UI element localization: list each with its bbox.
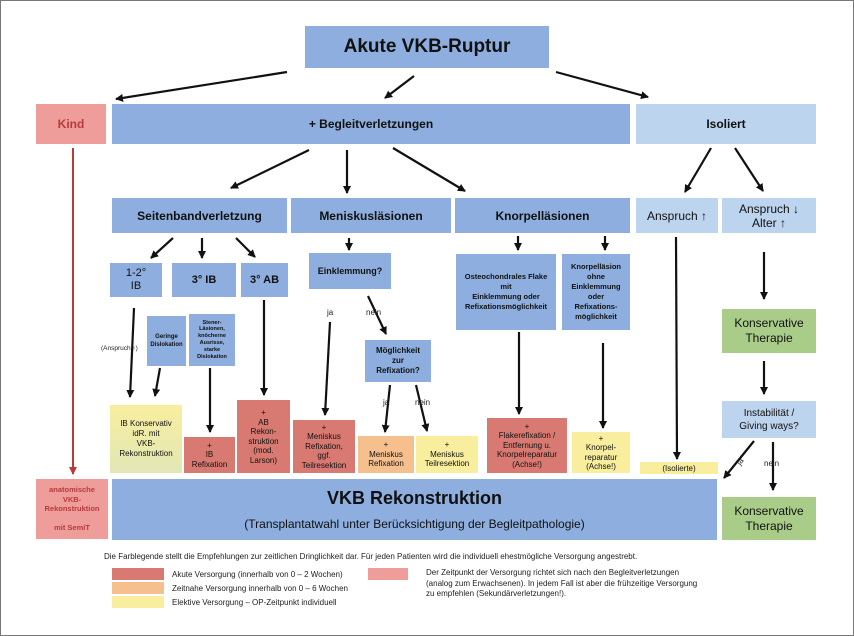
title-box: Akute VKB-Ruptur [305,26,549,68]
arrow-geringe-down [152,367,162,397]
legend-akut: Akute Versorgung (innerhalb von 0 – 2 Wo… [172,570,343,579]
legend-zeitnah: Zeitnahe Versorgung innerhalb von 0 – 6 … [172,584,348,593]
geringe-box: Geringe Dislokation [147,316,186,366]
meniskus-teilresektion-label: + Meniskus Teilresektion [424,440,470,469]
anspruch-up-label: Anspruch ↑ [646,208,708,223]
osteochondral-box: Osteochondrales Flake mit Einklemmung od… [456,254,556,330]
arrow-einkl-nein [367,295,387,335]
stener-box: Stener- Läsionen, knöcherne Ausrisse, st… [189,314,235,366]
isolierte-box: (Isolierte) [640,462,718,474]
meniskus-refixation-box: + Meniskus Refixation [358,436,414,473]
ib-refixation-box: + IB Refixation [184,437,235,473]
vkb-rekonstruktion-box: VKB Rekonstruktion (Transplantatwahl unt… [112,479,717,540]
arrow-instab-ja [723,440,755,479]
flake-refix-box: + Flakerefixation / Entfernung u. Knorpe… [487,418,567,473]
anspruch-note: (Anspruch ↑) [101,345,138,352]
konservativ2-label: Konservative Therapie [734,503,804,533]
grade-12-label: 1-2° IB [125,267,147,292]
ib-konservativ-label: IB Konservativ idR. mit VKB- Rekonstrukt… [119,419,173,458]
grade-12-box: 1-2° IB [110,263,162,297]
page-title: Akute VKB-Ruptur [343,36,511,57]
arrow-sb-12 [150,237,174,259]
begleit-label: + Begleitverletzungen [308,117,434,131]
arrow-einkl-ja [321,321,332,416]
isolierte-label: (Isolierte) [662,463,696,473]
flake-refix-label: + Flakerefixation / Entfernung u. Knorpe… [496,421,558,469]
arrow-up-down [672,236,681,460]
meniskus-refix-ggf-box: + Meniskus Refixation, ggf. Teilresektio… [293,420,355,473]
vkb-title: VKB Rekonstruktion [326,488,503,508]
arrow-moegl-nein [414,384,430,432]
arrow-12-down [126,307,136,398]
knorpelreparatur-label: + Knorpel- reparatur (Achse!) [584,433,618,472]
einklemmung-label: Einklemmung? [317,266,383,276]
begleit-box: + Begleitverletzungen [112,104,630,144]
knorpel-box: Knorpelläsionen [455,198,630,233]
arrow-isoliert-down [734,147,764,192]
instabilitaet-nein: nein [764,459,780,468]
arrow-begleit-knorpel [392,147,466,192]
instabilitaet-label: Instabilität / Giving ways? [739,407,799,432]
meniskus-refixation-label: + Meniskus Refixation [368,440,404,469]
legend-elektiv: Elektive Versorgung – OP-Zeitpunkt indiv… [172,598,337,607]
osteochondral-label: Osteochondrales Flake mit Einklemmung od… [464,272,548,311]
anspruch-down-box: Anspruch ↓ Alter ↑ [722,198,816,233]
legend-swatch-elektiv [112,596,164,608]
instabilitaet-box: Instabilität / Giving ways? [722,401,816,438]
meniskus-label: Meniskusläsionen [319,208,423,223]
ib-konservativ-box: IB Konservativ idR. mit VKB- Rekonstrukt… [110,405,182,473]
grade-3ib-box: 3° IB [172,263,236,297]
knorpel-ohne-box: Knorpelläsion ohne Einklemmung oder Refi… [562,254,630,330]
isoliert-box: Isoliert [636,104,816,144]
seitenband-label: Seitenbandverletzung [137,208,262,223]
seitenband-box: Seitenbandverletzung [112,198,287,233]
legend-swatch-akut [112,568,164,580]
geringe-label: Geringe Dislokation [150,334,183,348]
isoliert-label: Isoliert [706,117,746,131]
meniskus-refix-ggf-label: + Meniskus Refixation, ggf. Teilresektio… [301,422,347,470]
moeglichkeit-ja: ja [383,398,390,407]
kind-label: Kind [57,117,85,131]
konservativ-label: Konservative Therapie [734,316,804,345]
arrow-begleit-seitenband [230,149,310,189]
arrow-top-begleit [384,75,415,99]
meniskus-teilresektion-box: + Meniskus Teilresektion [416,436,478,473]
knorpelreparatur-box: + Knorpel- reparatur (Achse!) [572,432,630,473]
einklemmung-nein: nein [366,308,382,317]
knorpel-label: Knorpelläsionen [495,208,590,223]
meniskus-box: Meniskusläsionen [291,198,451,233]
legend-kind-note: Der Zeitpunkt der Versorgung richtet sic… [426,568,698,598]
moeglichkeit-label: Möglichkeit zur Refixation? [375,346,420,375]
kind-box: Kind [36,104,106,144]
arrow-top-isoliert [555,70,649,100]
einklemmung-box: Einklemmung? [309,253,391,289]
einklemmung-ja: ja [327,308,334,317]
ab-rekon-label: + AB Rekon- struktion (mod. Larson) [248,408,279,465]
konservativ-box: Konservative Therapie [722,309,816,353]
arrow-sb-3ab [235,237,256,258]
kind-result-box: anatomische VKB- Rekonstruktion mit Semi… [36,479,108,539]
ab-rekon-box: + AB Rekon- struktion (mod. Larson) [237,400,290,473]
grade-3ib-label: 3° IB [191,274,217,286]
moeglichkeit-box: Möglichkeit zur Refixation? [365,340,431,382]
legend-swatch-kind [368,568,408,580]
anspruch-up-box: Anspruch ↑ [636,198,718,233]
grade-3ab-box: 3° AB [241,263,288,297]
anspruch-down-label: Anspruch ↓ Alter ↑ [738,201,800,230]
arrow-top-kind [115,70,288,102]
moeglichkeit-nein: nein [415,398,431,407]
arrow-moegl-ja [381,384,392,433]
grade-3ab-label: 3° AB [249,274,280,286]
legend-swatch-zeitnah [112,582,164,594]
legend-intro: Die Farblegende stellt die Empfehlungen … [104,552,638,561]
ib-refixation-label: + IB Refixation [191,440,228,469]
vkb-subtitle: (Transplantatwahl unter Berücksichtigung… [244,517,585,531]
arrow-isoliert-up [684,147,712,193]
konservativ2-box: Konservative Therapie [722,497,816,540]
kind-result-label: anatomische VKB- Rekonstruktion mit Semi… [44,485,100,533]
stener-label: Stener- Läsionen, knöcherne Ausrisse, st… [197,319,227,360]
knorpel-ohne-label: Knorpelläsion ohne Einklemmung oder Refi… [570,262,621,321]
